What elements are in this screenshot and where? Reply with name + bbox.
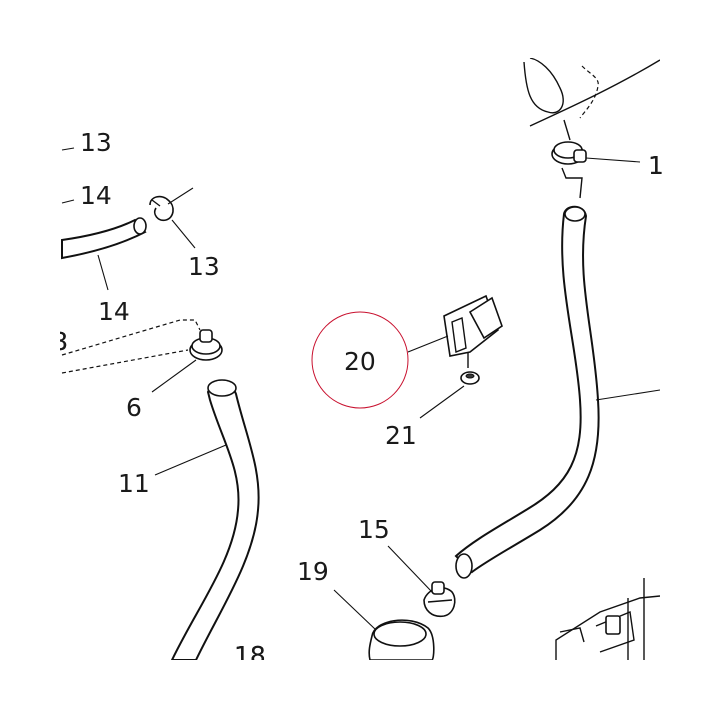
crop-mask-left <box>0 0 60 720</box>
routing-line-left <box>61 319 201 374</box>
callout-1: 1 <box>648 151 664 180</box>
clamp-15 <box>423 581 456 618</box>
crop-mask-right <box>660 0 720 720</box>
leader-line-right-hose <box>595 389 661 401</box>
leader-line-6 <box>151 359 197 393</box>
clamp-6 <box>189 329 223 361</box>
crop-mask-top <box>0 0 720 58</box>
callout-1-visible: 1 <box>648 151 664 180</box>
screw-21 <box>460 352 480 385</box>
clip-13 <box>149 187 194 222</box>
callout-6: 6 <box>126 393 142 422</box>
fuel-tank-outline <box>523 57 661 127</box>
callout-8-visible: 8 <box>52 327 68 356</box>
callout-13a: 13 <box>80 128 112 157</box>
leader-line-15 <box>387 545 433 593</box>
routing-line-right <box>561 167 583 199</box>
leader-line-19 <box>333 589 377 631</box>
highlight-circle <box>311 311 409 409</box>
leader-line-1 <box>585 157 641 163</box>
ring-19 <box>368 619 435 661</box>
callout-15: 15 <box>358 515 390 544</box>
bracket-20 <box>443 294 503 357</box>
hose-11 <box>170 379 260 661</box>
callout-21: 21 <box>385 421 417 450</box>
callout-20: 20 <box>344 347 376 376</box>
leader-line-13b <box>171 219 196 249</box>
crop-mask-bottom <box>0 660 720 720</box>
mechanism-lower-right <box>555 578 661 660</box>
leader-line-20 <box>407 335 449 353</box>
hose-right <box>454 205 600 579</box>
hose-14 <box>61 217 147 260</box>
callout-14a: 14 <box>80 181 112 210</box>
leader-line-13a <box>61 147 75 151</box>
leader-line-21 <box>419 385 465 419</box>
callout-18-visible: 18 <box>234 641 266 670</box>
leader-line-11 <box>154 444 227 476</box>
callout-11: 11 <box>118 469 150 498</box>
callout-14b: 14 <box>98 297 130 326</box>
callout-13b: 13 <box>188 252 220 281</box>
callout-19: 19 <box>297 557 329 586</box>
clamp-1 <box>551 119 587 165</box>
leader-line-14b <box>97 254 109 291</box>
leader-line-14a <box>61 199 75 204</box>
